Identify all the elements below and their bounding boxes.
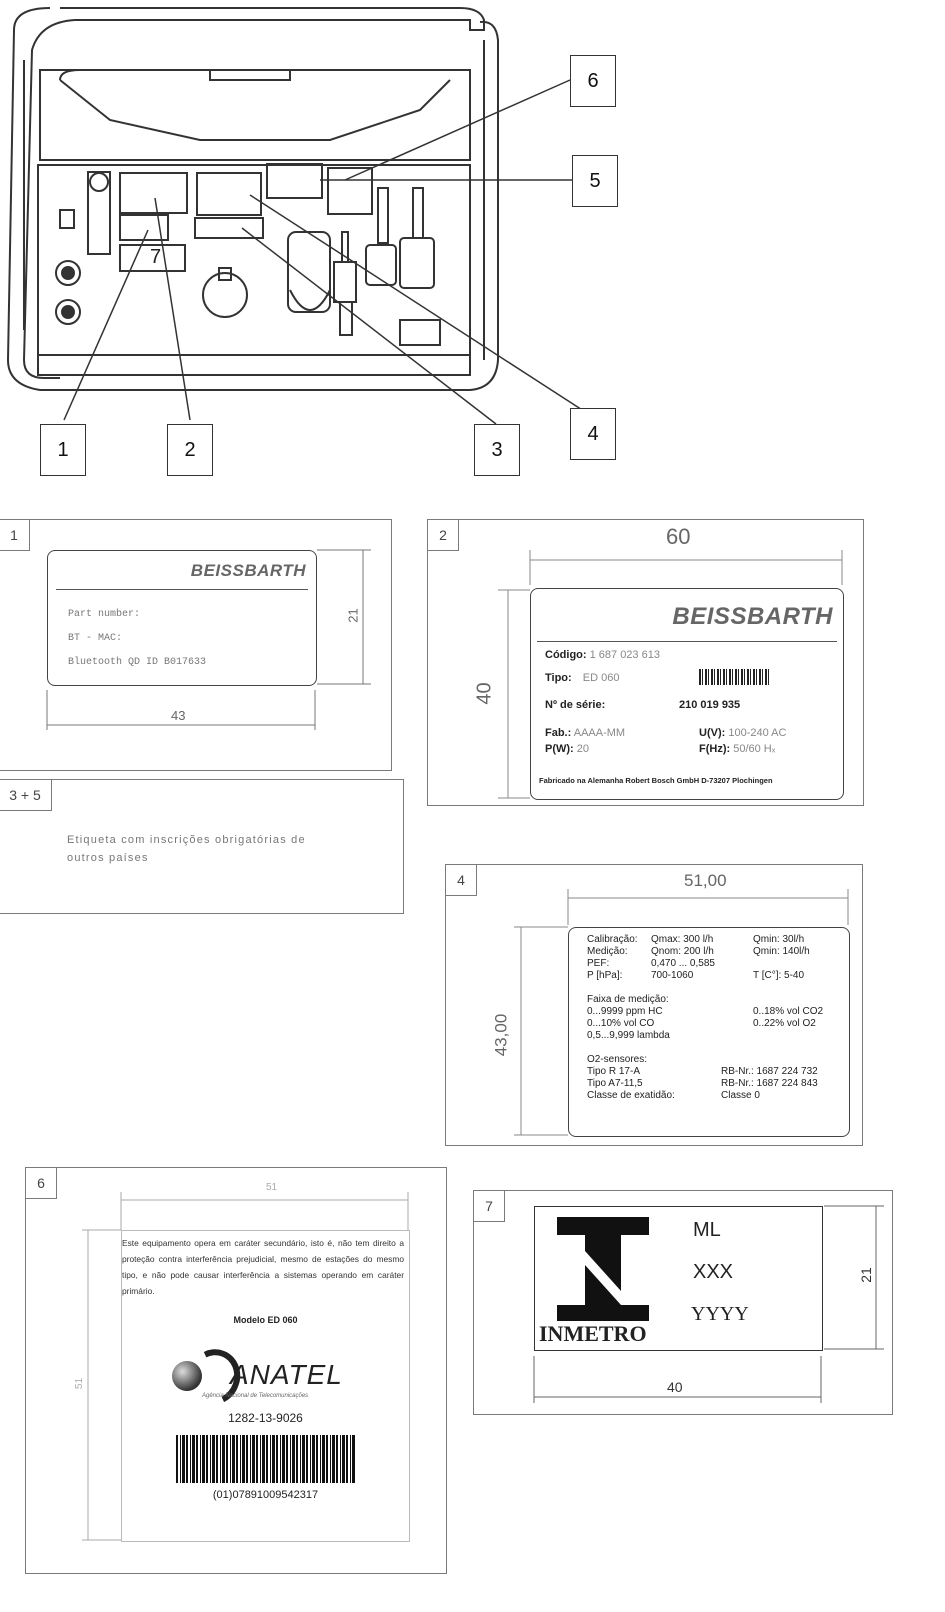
uv-row: U(V): 100-240 AC <box>699 727 787 739</box>
anatel-agency: Agência Nacional de Telecomunicações <box>202 1393 309 1399</box>
panel-7: 7 INMETRO ML XXX YYYY 21 40 <box>473 1190 893 1415</box>
panel-4-width-dim: 51,00 <box>684 871 727 890</box>
panel-7-height-dim: 21 <box>857 1267 874 1283</box>
anatel-label: Este equipamento opera em caráter secund… <box>121 1230 410 1542</box>
brand-logo: BEISSBARTH <box>672 603 833 630</box>
panel-6-height-dim: 51 <box>74 1377 86 1390</box>
panel-2-tag: 2 <box>427 519 459 551</box>
panel-3-5-text-line-1: Etiqueta com inscrições obrigatórias de <box>67 834 306 846</box>
anatel-logo-text: ANATEL <box>230 1359 343 1390</box>
callout-6: 6 <box>570 55 616 107</box>
secondary-use-paragraph: Este equipamento opera em caráter secund… <box>122 1238 404 1296</box>
certificate-number: 1282-13-9026 <box>228 1411 303 1425</box>
callout-1: 1 <box>40 424 86 476</box>
panel-2-dimensions <box>498 550 843 799</box>
panel-7-tag: 7 <box>473 1190 505 1222</box>
callout-3: 3 <box>474 424 520 476</box>
model-line: Modelo ED 060 <box>233 1315 298 1325</box>
beissbarth-label-1: BEISSBARTH Part number: BT - MAC: Blueto… <box>47 550 317 686</box>
fab-row: Fab.: AAAA-MM <box>545 727 626 739</box>
brand-logo: BEISSBARTH <box>190 561 306 580</box>
inmetro-line-2: XXX <box>693 1261 734 1283</box>
pw-row: P(W): 20 <box>545 743 590 755</box>
inmetro-label: INMETRO ML XXX YYYY <box>534 1206 823 1351</box>
panel-4-height-dim: 43,00 <box>491 1013 511 1057</box>
panel-1-tag: 1 <box>0 519 30 551</box>
panel-2-width-dim: 60 <box>666 524 691 549</box>
barcode-text: (01)07891009542317 <box>212 1489 319 1501</box>
panel-6-tag: 6 <box>25 1167 57 1199</box>
panel-1-width-dim: 43 <box>171 708 186 723</box>
callout-4: 4 <box>570 408 616 460</box>
callout-5: 5 <box>572 155 618 207</box>
device-drawing <box>6 7 591 425</box>
panel-6-dimensions <box>82 1192 409 1541</box>
panel-6: 6 51 51 Este equipamento opera em caráte… <box>25 1167 447 1574</box>
panel-1-height-dim: 21 <box>345 608 361 623</box>
calibration-rows: Calibração: Qmax: 300 l/h Qmin: 30l/h Me… <box>587 934 824 1101</box>
bluetooth-id-line: Bluetooth QD ID B017633 <box>68 657 207 668</box>
panel-4-dimensions <box>514 889 849 1136</box>
bt-mac-line: BT - MAC: <box>68 633 123 644</box>
panel-4: 4 51,00 43,00 Calibração: Qmax: 300 l/h … <box>445 864 863 1146</box>
fhz-row: F(Hz): 50/60 Hₓ <box>699 743 776 755</box>
part-number-line: Part number: <box>68 609 141 620</box>
inmetro-line-3: YYYY <box>691 1303 749 1325</box>
panel-7-width-dim: 40 <box>667 1379 683 1395</box>
anatel-barcode <box>176 1435 356 1483</box>
beissbarth-label-2: BEISSBARTH Código: 1 687 023 613 Tipo: E… <box>530 588 844 800</box>
panel-1-dimensions <box>46 549 371 730</box>
tipo-barcode <box>699 669 771 685</box>
panel-7-dimensions <box>533 1205 884 1403</box>
manufacturer-footer: Fabricado na Alemanha Robert Bosch GmbH … <box>539 776 773 785</box>
inmetro-logo-icon <box>557 1217 649 1321</box>
serie-row: Nº de série: <box>545 699 606 711</box>
panel-2: 2 60 40 BEISSBARTH Código: 1 687 023 613… <box>427 519 864 806</box>
inmetro-text: INMETRO <box>539 1321 647 1346</box>
panel-3-5: 3 + 5 Etiqueta com inscrições obrigatóri… <box>0 779 404 914</box>
panel-2-height-dim: 40 <box>473 682 496 705</box>
inmetro-line-1: ML <box>693 1219 721 1241</box>
device-label-7: 7 <box>150 246 162 268</box>
panel-3-5-text-line-2: outros países <box>67 852 149 864</box>
serie-value: 210 019 935 <box>679 699 741 711</box>
calibration-label: Calibração: Qmax: 300 l/h Qmin: 30l/h Me… <box>568 927 850 1137</box>
panel-6-width-dim: 51 <box>266 1182 278 1193</box>
panel-1: 1 BEISSBARTH Part number: BT - MAC: Blue… <box>0 519 392 771</box>
panel-4-tag: 4 <box>445 864 477 896</box>
codigo-row: Código: 1 687 023 613 <box>545 649 660 661</box>
tipo-row: Tipo: ED 060 <box>545 672 620 684</box>
panel-3-5-tag: 3 + 5 <box>0 779 52 811</box>
anatel-logo-icon <box>172 1361 202 1391</box>
callout-2: 2 <box>167 424 213 476</box>
